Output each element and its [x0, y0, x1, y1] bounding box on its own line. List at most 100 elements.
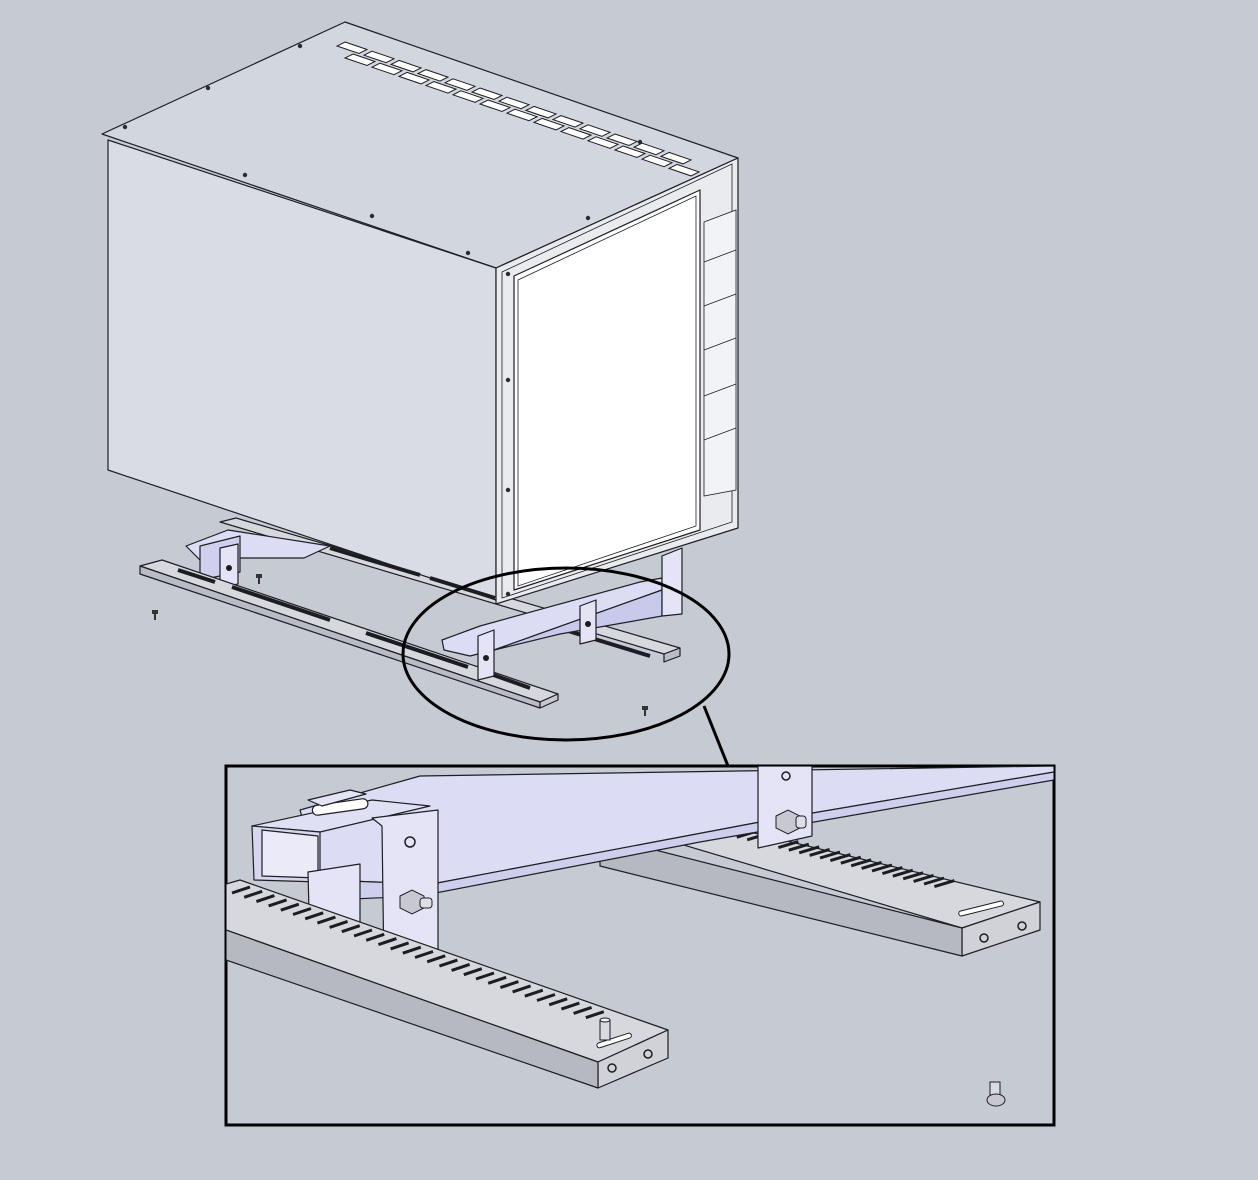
rail-slot [819, 850, 841, 860]
rail-slot [390, 941, 410, 951]
vent-slot [605, 133, 639, 147]
vent-slot [586, 136, 620, 149]
rail-slot [451, 962, 471, 972]
rail-slot [829, 853, 851, 863]
rail-slot [304, 911, 324, 921]
rail-slot [499, 980, 519, 990]
vent-slot [343, 53, 377, 67]
vent-slot [370, 62, 404, 76]
detail-front-rail-slots [231, 885, 605, 1020]
rail-slot [255, 894, 275, 904]
screw-icon [585, 215, 591, 221]
front-louvers [703, 209, 737, 497]
rail-slot [231, 885, 251, 895]
vent-slot [640, 154, 674, 168]
rail-slot [871, 863, 893, 873]
vent-slot [632, 142, 666, 156]
vent-slot [532, 117, 566, 131]
vent-slot [613, 145, 647, 159]
rail-slot [913, 873, 935, 883]
rail-slot [548, 997, 568, 1007]
front-floor-rail [139, 559, 559, 709]
rail-slot [512, 984, 532, 994]
rail-slot [585, 1010, 605, 1020]
rail-slot [402, 945, 422, 955]
detail-front-rail [226, 879, 669, 1089]
rail-slot [426, 954, 446, 964]
vent-slot [362, 50, 396, 64]
detail-view [224, 764, 1056, 1127]
rail-slot [329, 919, 349, 929]
main-view [101, 21, 739, 767]
rail-slot [353, 928, 373, 938]
vent-slot [397, 71, 431, 85]
screw-icon [505, 591, 511, 597]
screw-icon [369, 213, 375, 219]
screw-icon [642, 706, 648, 716]
door-panel [513, 189, 701, 591]
rail-slot [809, 847, 831, 857]
rail-slot [850, 858, 872, 868]
rail-slot [463, 967, 483, 977]
screw-icon [465, 250, 471, 256]
equipment-cabinet [101, 21, 739, 605]
vent-slot [389, 59, 423, 73]
rail-slot [365, 932, 385, 942]
cabinet-screws [122, 43, 643, 597]
screw-icon [505, 487, 511, 493]
rail-slot [788, 842, 810, 852]
rail-slot [840, 855, 862, 865]
rail-slot [316, 915, 336, 925]
rail-slot [487, 975, 507, 985]
bolt-icon [775, 809, 807, 835]
bolt-icon [399, 889, 433, 915]
pin-icon [599, 1017, 611, 1041]
vent-slot [443, 78, 477, 91]
screw-icon [152, 610, 158, 620]
screw-icon [637, 139, 643, 145]
rail-slot [536, 993, 556, 1002]
rail-slot [475, 971, 495, 981]
vent-slot [659, 151, 693, 165]
right-support-bracket [441, 547, 683, 681]
rail-slot [861, 860, 883, 870]
rail-slot [923, 876, 945, 886]
vent-slot [559, 127, 593, 140]
vent-slot [505, 108, 539, 122]
rail-slot [438, 958, 458, 968]
vent-slot [470, 87, 504, 101]
vent-slot [667, 163, 701, 177]
loose-screws [152, 574, 648, 716]
screw-icon [122, 124, 128, 130]
rail-slot [377, 937, 397, 947]
vent-slot [497, 96, 531, 110]
screw-icon [505, 377, 511, 383]
left-support-bracket [185, 529, 331, 589]
top-vents [335, 41, 701, 177]
vent-slot [416, 69, 450, 82]
screw-icon [297, 43, 303, 49]
vent-slot [524, 105, 558, 119]
screw-icon [242, 172, 248, 178]
rail-slot [902, 871, 924, 881]
rail-slot [243, 889, 263, 899]
rail-slot [524, 988, 544, 998]
rail-slot [268, 898, 288, 908]
rail-slot [414, 950, 434, 959]
rail-slot [892, 868, 914, 878]
rail-slot [341, 924, 361, 934]
screw-icon [986, 1081, 1006, 1107]
screw-icon [256, 574, 262, 584]
detail-callout [401, 566, 731, 767]
rail-slot [777, 840, 799, 850]
vent-slot [451, 90, 485, 103]
screw-icon [205, 85, 211, 91]
vent-slot [335, 41, 369, 55]
rail-slot [933, 879, 955, 889]
rail-slot [292, 907, 312, 916]
rail-slot [573, 1005, 593, 1015]
rail-slot [881, 866, 903, 876]
vent-slot [551, 115, 585, 128]
